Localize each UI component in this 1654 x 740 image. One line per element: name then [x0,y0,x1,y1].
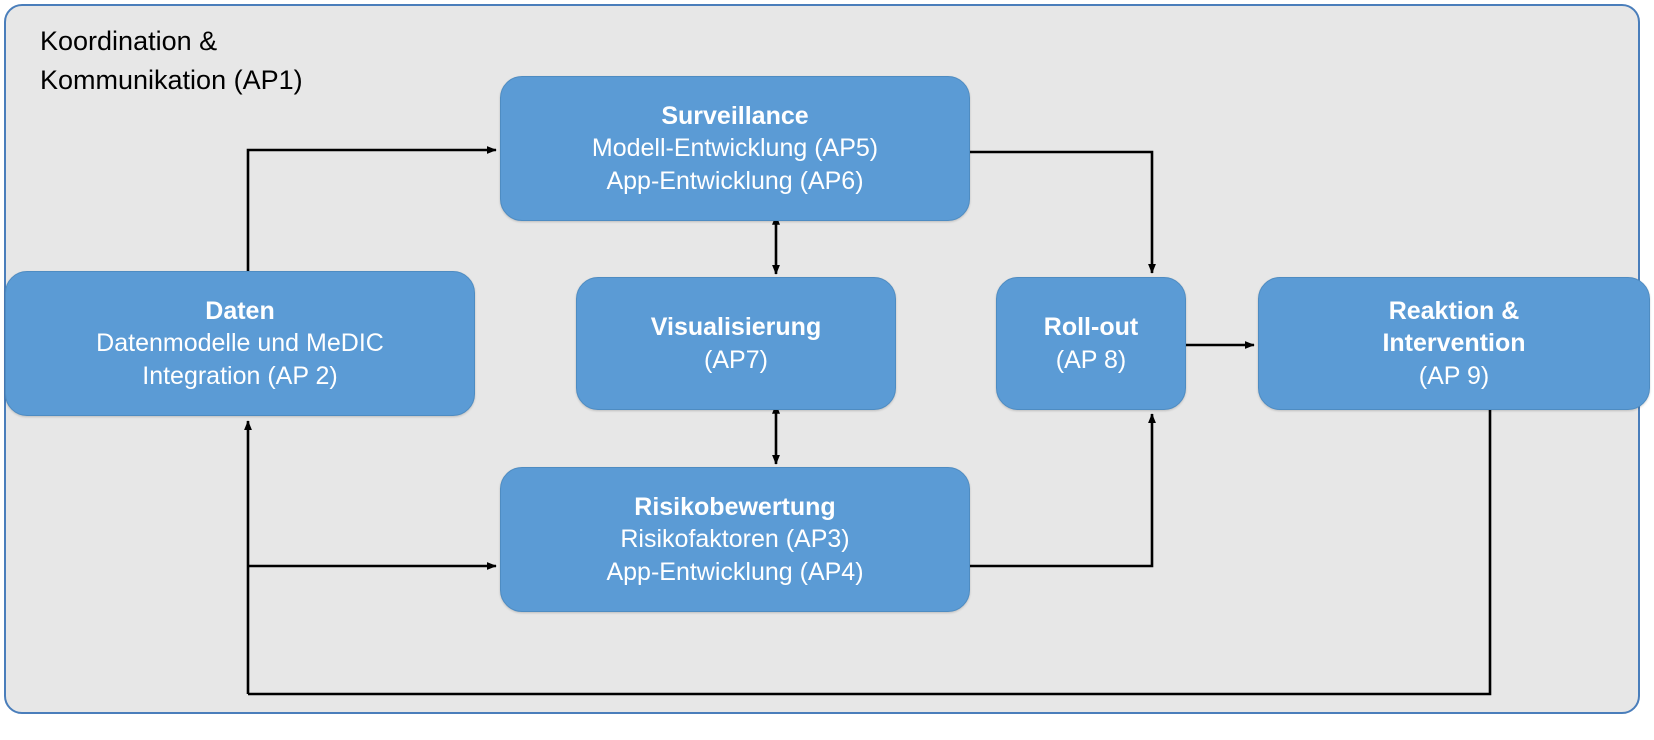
node-surveillance-title: Surveillance [661,101,809,130]
ap1-title: Koordination & Kommunikation (AP1) [40,26,303,96]
node-risikobewertung-line-1: Risikofaktoren (AP3) [620,525,850,554]
node-reaktion-intervention-title: Reaktion & Intervention [1382,296,1526,358]
node-reaktion-intervention[interactable]: Reaktion & Intervention (AP 9) [1258,277,1650,410]
node-daten-line-1: Datenmodelle und MeDIC [96,329,384,358]
node-risikobewertung-title: Risikobewertung [634,492,836,521]
node-visualisierung-title: Visualisierung [650,313,822,341]
node-visualisierung-line-1: (AP7) [704,345,768,374]
node-rollout[interactable]: Roll-out (AP 8) [996,277,1186,410]
node-surveillance-line-1: Modell-Entwicklung (AP5) [591,134,879,163]
node-visualisierung[interactable]: Visualisierung (AP7) [576,277,896,410]
node-rollout-line-1: (AP 8) [1055,345,1127,374]
node-surveillance[interactable]: Surveillance Modell-Entwicklung (AP5) Ap… [500,76,970,221]
node-risikobewertung[interactable]: Risikobewertung Risikofaktoren (AP3) App… [500,467,970,612]
node-daten[interactable]: Daten Datenmodelle und MeDIC Integration… [5,271,475,416]
node-daten-line-2: Integration (AP 2) [142,361,338,390]
node-reaktion-intervention-line-1: (AP 9) [1418,361,1490,390]
node-surveillance-line-2: App-Entwicklung (AP6) [606,166,864,195]
node-daten-title: Daten [205,296,275,325]
node-risikobewertung-line-2: App-Entwicklung (AP4) [606,557,864,586]
node-rollout-title: Roll-out [1043,313,1139,341]
